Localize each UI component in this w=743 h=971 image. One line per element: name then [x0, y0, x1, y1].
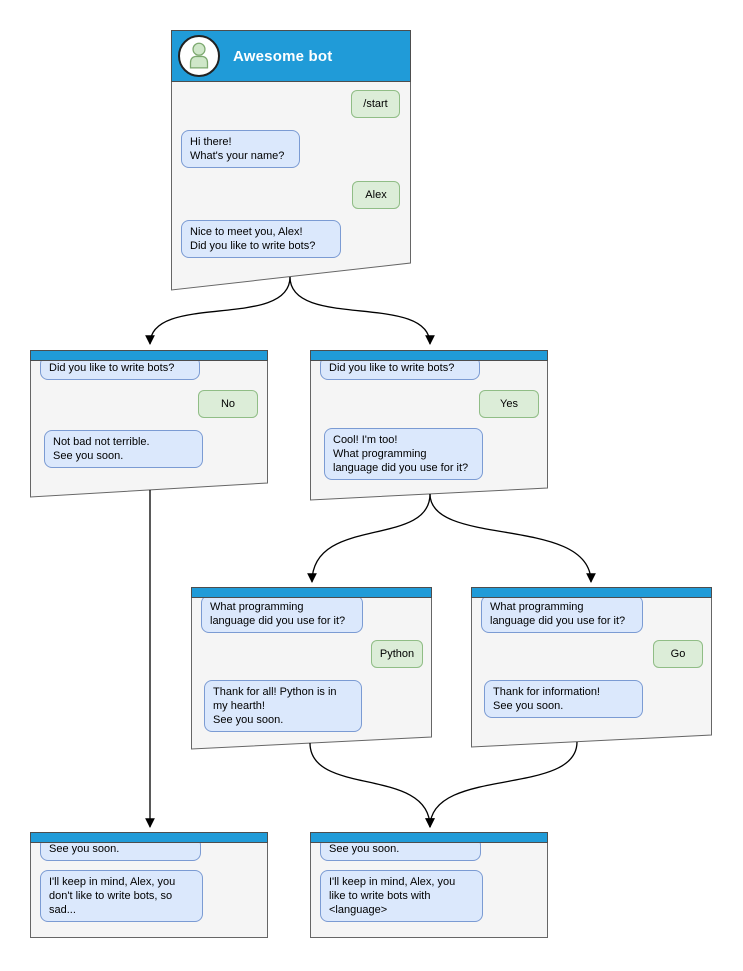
bot-message-bubble: Thank for all! Python is in my hearth! S… [204, 680, 362, 732]
chat-window-end-no: See you soon. I'll keep in mind, Alex, y… [30, 832, 268, 938]
user-message-bubble: /start [351, 90, 400, 118]
window-title: Awesome bot [233, 47, 333, 65]
chat-window-branch-go: What programming language did you use fo… [471, 587, 712, 748]
bot-message-bubble: Nice to meet you, Alex! Did you like to … [181, 220, 341, 258]
user-message-bubble: No [198, 390, 258, 418]
user-message-bubble: Go [653, 640, 703, 668]
window-titlebar [30, 350, 268, 361]
chat-window-branch-python: What programming language did you use fo… [191, 587, 432, 750]
arrow-yes-to-go [429, 493, 596, 583]
bot-message-bubble: I'll keep in mind, Alex, you don't like … [40, 870, 203, 922]
arrow-yes-to-python [307, 493, 431, 583]
window-titlebar [310, 350, 548, 361]
bot-message-bubble: Cool! I'm too! What programming language… [324, 428, 483, 480]
bot-message-bubble: I'll keep in mind, Alex, you like to wri… [320, 870, 483, 922]
bot-message-bubble: Thank for information! See you soon. [484, 680, 643, 718]
chat-window-start: Awesome bot /start Hi there! What's your… [171, 30, 411, 291]
bot-avatar [178, 35, 220, 77]
bot-message-bubble: Hi there! What's your name? [181, 130, 300, 168]
window-titlebar: Awesome bot [171, 30, 411, 82]
window-titlebar [191, 587, 432, 598]
user-message-bubble: Yes [479, 390, 539, 418]
bot-message-bubble: What programming language did you use fo… [201, 595, 363, 633]
window-titlebar [30, 832, 268, 843]
window-titlebar [471, 587, 712, 598]
user-message-bubble: Python [371, 640, 423, 668]
chat-window-branch-yes: Did you like to write bots? Yes Cool! I'… [310, 350, 548, 501]
window-titlebar [310, 832, 548, 843]
bot-message-bubble: Not bad not terrible. See you soon. [44, 430, 203, 468]
arrow-go-to-end [425, 741, 578, 828]
user-message-bubble: Alex [352, 181, 400, 209]
person-icon [189, 42, 209, 69]
chat-window-branch-no: Did you like to write bots? No Not bad n… [30, 350, 268, 498]
bot-message-bubble: What programming language did you use fo… [481, 595, 643, 633]
chat-window-end-language: See you soon. I'll keep in mind, Alex, y… [310, 832, 548, 938]
arrow-python-to-end [309, 742, 435, 828]
